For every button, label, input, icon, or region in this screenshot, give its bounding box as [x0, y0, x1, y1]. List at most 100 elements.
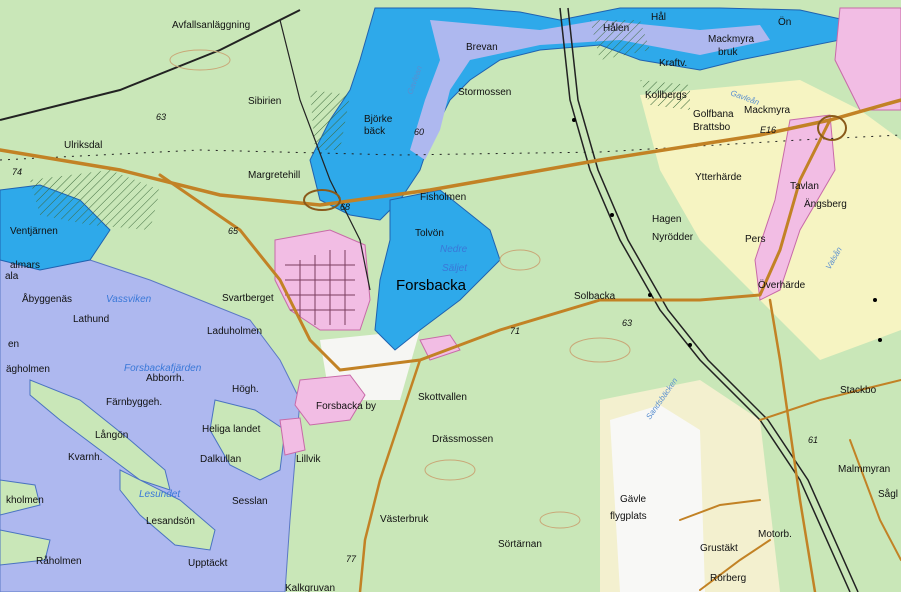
- place-label-hagen: Hagen: [652, 214, 681, 225]
- water-label-saljet: Säljet: [442, 263, 468, 274]
- island-holmen2: [0, 529, 51, 566]
- place-label-kalkgruvan: Kalkgruvan: [285, 583, 335, 592]
- urban-forsbacka-by: [294, 374, 366, 426]
- place-label-abyggenas: Åbyggenäs: [22, 292, 72, 305]
- place-label-mackmyra_bruk2: bruk: [718, 47, 738, 58]
- lake-saljet: [374, 189, 501, 351]
- place-label-skottvallen: Skottvallen: [418, 392, 467, 403]
- urban-east: [834, 7, 901, 111]
- place-label-fisholmen: Fisholmen: [420, 192, 466, 203]
- road-number-re16: E16: [760, 125, 776, 135]
- place-label-kraftv: Kraftv.: [659, 58, 687, 69]
- wetland-halen: [590, 20, 650, 60]
- place-label-gavle: Gävle: [620, 494, 647, 505]
- road-number-r63b: 63: [622, 318, 632, 328]
- road-number-r77: 77: [346, 554, 357, 564]
- place-label-raholmen: Råholmen: [36, 555, 82, 567]
- place-label-mackmyra: Mackmyra: [744, 105, 791, 116]
- place-label-grustakt: Grustäkt: [700, 543, 738, 554]
- road-number-r71: 71: [510, 326, 520, 336]
- interchanges: [303, 115, 847, 211]
- road-number-r60: 60: [414, 127, 424, 137]
- place-label-stackbo: Stackbo: [840, 385, 877, 396]
- place-label-lathund: Lathund: [73, 314, 109, 325]
- water-label-lesundet: Lesundet: [139, 489, 181, 500]
- place-label-bjorke: Björke: [364, 114, 393, 125]
- place-label-halen: Hålen: [603, 22, 629, 34]
- place-label-en: en: [8, 339, 19, 350]
- place-label-kvarnh: Kvarnh.: [68, 452, 102, 463]
- road-number-labels: 63 74 68 65 60 71 63 61 77 E16: [12, 112, 818, 564]
- place-label-laduholmen: Laduholmen: [207, 326, 262, 337]
- white-clearing: [610, 405, 705, 592]
- street-grid: [285, 250, 355, 325]
- place-label-sibirien: Sibirien: [248, 96, 281, 107]
- place-label-nyrodder: Nyrödder: [652, 232, 694, 243]
- place-label-ala: ala: [5, 271, 19, 282]
- contours: [169, 49, 631, 529]
- wetland-north: [310, 90, 350, 150]
- road-number-r63a: 63: [156, 112, 166, 122]
- wetland-ventjarnen: [30, 170, 160, 230]
- place-label-brevan: Brevan: [466, 42, 498, 53]
- place-label-agholmen: ägholmen: [6, 364, 50, 375]
- wetland-kollbergs: [640, 80, 690, 110]
- railway-lines: [0, 7, 901, 593]
- rail-stations: [572, 118, 882, 347]
- place-label-mackmyra_bruk1: Mackmyra: [708, 34, 755, 45]
- place-label-hogh: Högh.: [232, 384, 259, 395]
- place-label-vasterbruk: Västerbruk: [380, 514, 429, 525]
- road-number-r61: 61: [808, 435, 818, 445]
- place-label-avfall: Avfallsanläggning: [172, 20, 250, 31]
- place-label-sag: Sågl: [878, 488, 898, 500]
- place-label-ventjarnen: Ventjärnen: [10, 226, 58, 237]
- place-label-malmmyran: Malmmyran: [838, 464, 890, 475]
- place-label-lillvik: Lillvik: [296, 454, 321, 465]
- place-label-angsberg: Ängsberg: [804, 198, 847, 210]
- river-channel: [410, 20, 770, 160]
- place-label-drassmossen: Drässmossen: [432, 434, 493, 445]
- urban-ytterharde: [754, 114, 836, 301]
- place-label-abborrh: Abborrh.: [146, 373, 184, 384]
- place-label-tavlan: Tavlan: [790, 181, 819, 192]
- place-label-lesandson: Lesandsön: [146, 516, 195, 527]
- island-holmen: [0, 479, 41, 516]
- place-label-back: bäck: [364, 126, 386, 137]
- water-label-vassviken: Vassviken: [106, 294, 152, 305]
- road-number-r65: 65: [228, 226, 239, 236]
- place-label-kollbergs: Kollbergs: [645, 90, 687, 101]
- place-label-forsbacka: Forsbacka: [396, 277, 467, 294]
- place-label-stormossen: Stormossen: [458, 87, 511, 98]
- place-label-upptackt: Upptäckt: [188, 558, 228, 569]
- road-number-r68: 68: [340, 202, 350, 212]
- place-label-golfbana: Golfbana: [693, 109, 734, 120]
- urban-solbacka: [419, 334, 461, 361]
- place-label-sesslan: Sesslan: [232, 496, 268, 507]
- water-label-nedre: Nedre: [440, 244, 468, 255]
- place-label-ulriksdal: Ulriksdal: [64, 140, 102, 151]
- island-heliga: [209, 399, 286, 481]
- place-label-overharde: Överhärde: [758, 279, 806, 291]
- place-label-kholmen: kholmen: [6, 495, 44, 506]
- place-label-brattsbo: Brattsbo: [693, 122, 731, 133]
- place-label-hal: Hål: [651, 11, 666, 23]
- place-label-tolvon: Tolvön: [415, 228, 444, 239]
- road-number-r74: 74: [12, 167, 22, 177]
- place-label-margretehill: Margretehill: [248, 170, 300, 181]
- place-label-rorberg: Rörberg: [710, 573, 746, 584]
- water-label-forsbackafjarden: Forsbackafjärden: [124, 363, 202, 374]
- place-label-flygplats: flygplats: [610, 511, 647, 522]
- island-langon: [29, 379, 171, 491]
- place-label-pers: Pers: [745, 234, 766, 245]
- place-label-almars: almars: [10, 260, 40, 271]
- place-label-langon: Långön: [95, 429, 128, 441]
- water-labels: NedreSäljetVassvikenForsbackafjärdenLesu…: [106, 244, 468, 500]
- place-label-on: Ön: [778, 16, 791, 28]
- urban-lillvik: [279, 417, 306, 456]
- place-label-motorb: Motorb.: [758, 529, 792, 540]
- place-label-solbacka: Solbacka: [574, 291, 616, 302]
- place-label-forsbacka_by: Forsbacka by: [316, 401, 376, 412]
